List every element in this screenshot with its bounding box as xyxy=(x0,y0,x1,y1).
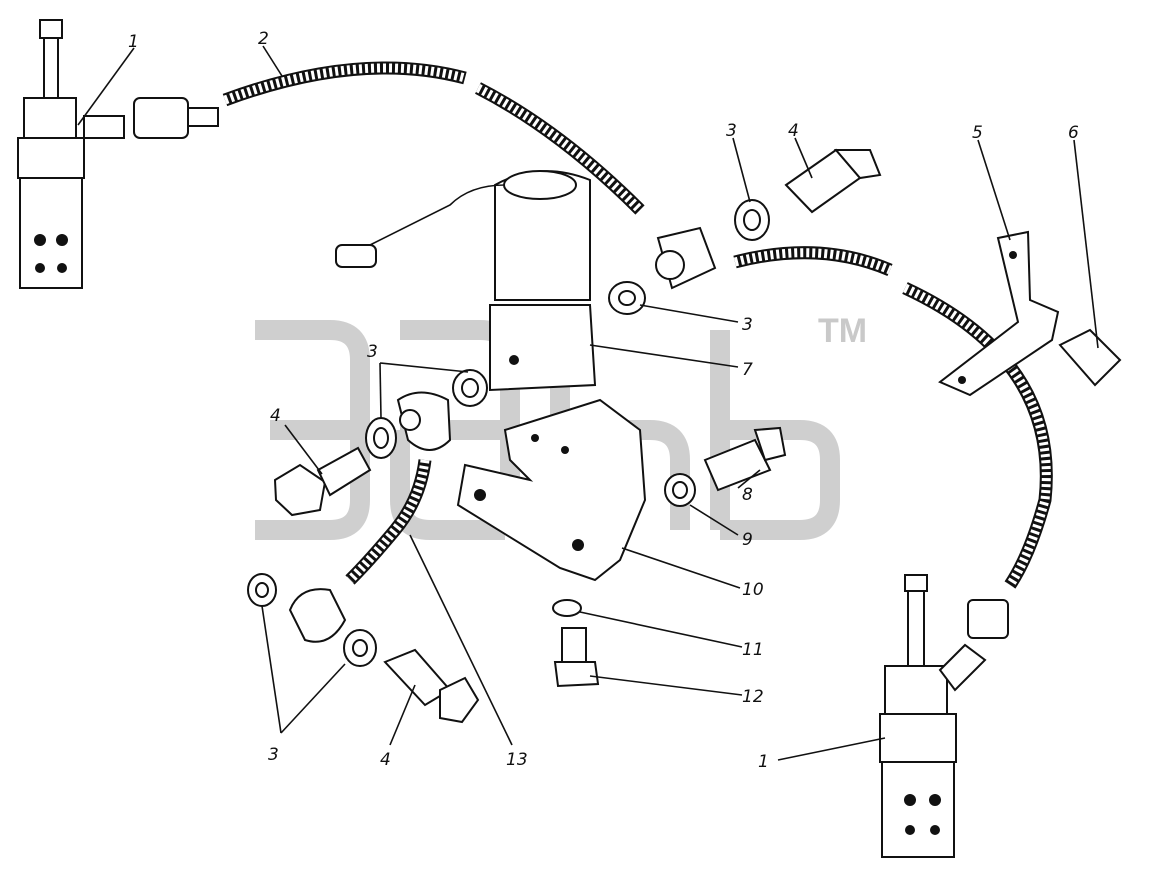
washer-left-upper xyxy=(365,369,488,459)
mounting-bolt-8 xyxy=(703,426,787,492)
label-1-bottom: 1 xyxy=(758,752,769,772)
label-3-middle: 3 xyxy=(742,315,753,335)
mounting-bracket-right xyxy=(938,230,1060,397)
label-8: 8 xyxy=(742,485,753,505)
pressure-sensor xyxy=(335,170,597,392)
washer-upper-right xyxy=(734,199,770,241)
label-4-left: 4 xyxy=(270,406,281,426)
label-4-bottom: 4 xyxy=(380,750,391,770)
hose-sleeve xyxy=(1058,328,1122,387)
banjo-bolt-left xyxy=(273,446,372,517)
bolt-12 xyxy=(553,627,600,688)
label-1-top: 1 xyxy=(128,32,139,52)
label-10: 10 xyxy=(742,580,764,600)
label-12: 12 xyxy=(742,687,764,707)
banjo-elbow-fitting xyxy=(396,391,452,451)
fuel-hose-top xyxy=(133,61,1053,589)
fuel-hose-lower-left xyxy=(288,459,432,643)
banjo-bolt-bottom xyxy=(383,648,480,724)
leader-lines xyxy=(77,45,1099,761)
label-6: 6 xyxy=(1068,123,1079,143)
label-2: 2 xyxy=(258,29,269,49)
label-5: 5 xyxy=(972,123,983,143)
glow-plug-bottom-right xyxy=(879,574,1009,858)
label-3-upper: 3 xyxy=(726,121,737,141)
trademark-symbol: TM xyxy=(818,312,867,350)
sensor-bracket xyxy=(456,398,647,582)
label-9: 9 xyxy=(742,530,753,550)
banjo-bolt-upper-right xyxy=(784,148,882,214)
label-3-left: 3 xyxy=(367,342,378,362)
label-13: 13 xyxy=(506,750,528,770)
washer-middle-right xyxy=(608,281,646,315)
washer-9 xyxy=(664,473,696,507)
label-11: 11 xyxy=(742,640,764,660)
label-7: 7 xyxy=(742,360,753,380)
lock-washer-11 xyxy=(552,599,582,617)
glow-plug-top-left xyxy=(17,19,125,289)
label-4-upper: 4 xyxy=(788,121,799,141)
label-3-bottom: 3 xyxy=(268,745,279,765)
part-number-labels: 1 2 3 4 5 6 3 7 3 4 8 9 10 11 12 3 4 13 … xyxy=(128,29,1079,772)
